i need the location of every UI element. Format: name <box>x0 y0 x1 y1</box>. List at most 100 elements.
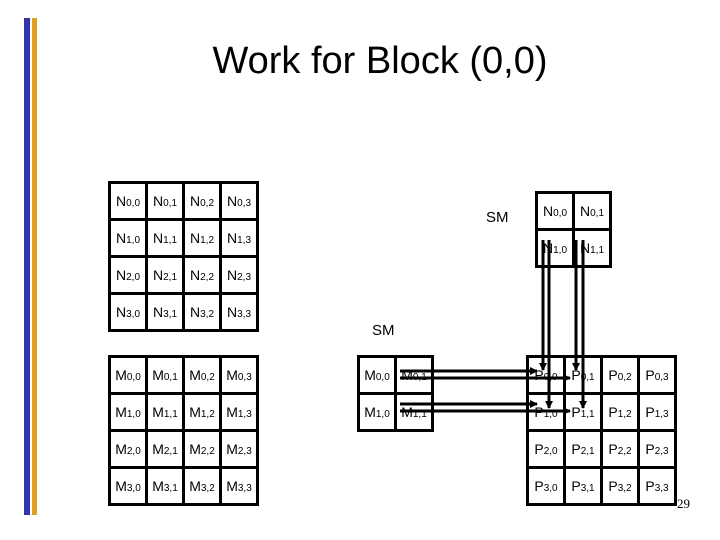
sm-label-top: SM <box>486 209 509 226</box>
cell-subscript: 2,2 <box>200 271 215 283</box>
cell-subscript: 0,0 <box>553 207 568 219</box>
cell-subscript: 2,1 <box>580 445 595 457</box>
cell-subscript: 3,3 <box>237 482 252 494</box>
page-number: 29 <box>677 496 690 511</box>
cell-letter: N <box>579 240 591 256</box>
left-accent-bar-orange <box>32 18 37 515</box>
cell-letter: N <box>115 230 127 246</box>
cell-letter: M <box>189 367 201 383</box>
cell-subscript: 1,0 <box>126 234 141 246</box>
cell-subscript: 1,0 <box>543 408 558 420</box>
cell-letter: P <box>534 367 544 383</box>
cell-letter: M <box>152 404 164 420</box>
cell-subscript: 3,0 <box>126 308 141 320</box>
cell-letter: N <box>226 230 238 246</box>
cell-subscript: 2,3 <box>654 445 669 457</box>
cell-subscript: 2,0 <box>126 445 141 457</box>
cell-subscript: 1,3 <box>654 408 669 420</box>
cell-letter: M <box>226 404 238 420</box>
cell-subscript: 1,1 <box>163 234 178 246</box>
cell-letter: P <box>608 404 618 420</box>
cell-subscript: 0,1 <box>590 207 605 219</box>
cell-subscript: 2,0 <box>126 271 141 283</box>
cell-letter: N <box>189 193 201 209</box>
cell-letter: M <box>115 367 127 383</box>
cell-letter: N <box>579 203 591 219</box>
cell-letter: P <box>608 367 618 383</box>
cell-letter: N <box>152 267 164 283</box>
sm-label-mid: SM <box>372 322 395 339</box>
cell-subscript: 3,3 <box>237 308 252 320</box>
cell-letter: N <box>189 304 201 320</box>
cell-letter: N <box>152 193 164 209</box>
cell-subscript: 2,1 <box>163 445 178 457</box>
cell-letter: P <box>534 441 544 457</box>
cell-subscript: 0,0 <box>375 371 390 383</box>
cell-letter: N <box>189 230 201 246</box>
cell-subscript: 2,1 <box>163 271 178 283</box>
cell-letter: P <box>645 367 655 383</box>
cell-subscript: 0,1 <box>580 371 595 383</box>
cell-subscript: 0,3 <box>237 197 252 209</box>
cell-letter: P <box>571 367 581 383</box>
cell-letter: M <box>115 404 127 420</box>
cell-letter: P <box>534 478 544 494</box>
cell-subscript: 1,0 <box>126 408 141 420</box>
cell-subscript: 3,1 <box>163 308 178 320</box>
cell-subscript: 1,0 <box>375 408 390 420</box>
cell-subscript: 1,2 <box>200 234 215 246</box>
cell-letter: M <box>152 367 164 383</box>
cell-subscript: 3,0 <box>126 482 141 494</box>
cell-letter: N <box>115 304 127 320</box>
cell-letter: M <box>364 404 376 420</box>
cell-letter: M <box>152 441 164 457</box>
cell-subscript: 0,1 <box>163 197 178 209</box>
cell-subscript: 1,1 <box>580 408 595 420</box>
cell-letter: N <box>152 304 164 320</box>
cell-letter: M <box>115 478 127 494</box>
cell-subscript: 1,0 <box>553 244 568 256</box>
cell-subscript: 1,2 <box>617 408 632 420</box>
cell-subscript: 3,1 <box>580 482 595 494</box>
cell-subscript: 0,1 <box>163 371 178 383</box>
cell-letter: M <box>226 441 238 457</box>
cell-subscript: 0,3 <box>654 371 669 383</box>
cell-subscript: 0,0 <box>126 197 141 209</box>
cell-letter: P <box>571 404 581 420</box>
cell-letter: M <box>226 478 238 494</box>
cell-subscript: 2,0 <box>543 445 558 457</box>
cell-letter: N <box>226 304 238 320</box>
cell-letter: M <box>401 367 413 383</box>
cell-subscript: 3,2 <box>200 308 215 320</box>
